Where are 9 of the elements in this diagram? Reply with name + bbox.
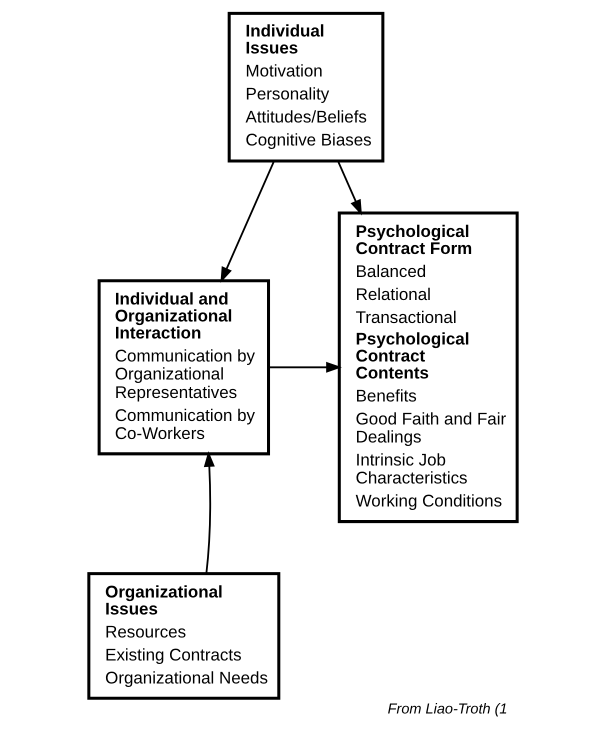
node-box: Psychological Contract Form Balanced Relational Transactional Psychological Contract Contents Benefits Good Faith and Fair Dealings Intrinsic Job Characteristics Working Conditions bbox=[338, 212, 519, 524]
node-box: Individual and Organizational Interaction Communication by Organizational Representatives Communication by Co-Workers bbox=[98, 279, 270, 456]
arrow bbox=[337, 160, 362, 216]
arrow bbox=[220, 160, 275, 283]
arrow bbox=[268, 362, 342, 373]
caption: From Liao-Troth (1 bbox=[388, 701, 508, 718]
node-box: Individual Issues Motivation Personality Attitudes/Beliefs Cognitive Biases bbox=[228, 12, 384, 162]
node-box: Organizational Issues Resources Existing Contracts Organizational Needs bbox=[87, 572, 280, 700]
arrow bbox=[204, 451, 215, 574]
